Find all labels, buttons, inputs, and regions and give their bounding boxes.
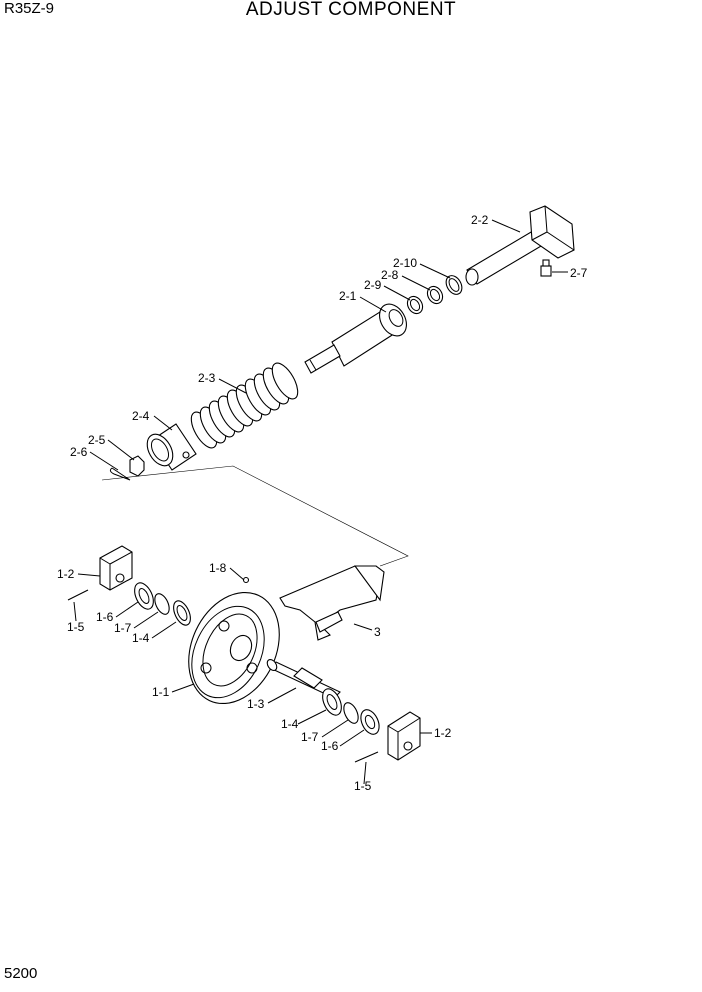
- leader-lines: [73, 219, 568, 785]
- callout-2-10: 2-10: [393, 256, 417, 270]
- part-bracket-1-2-right: [387, 711, 421, 761]
- callout-1-5-right: 1-5: [354, 779, 372, 793]
- part-oring-1-7-left: [154, 593, 170, 615]
- part-pin-1-5-right: [354, 751, 379, 763]
- callout-2-8: 2-8: [381, 268, 399, 282]
- part-cylinder-2-1: [304, 303, 407, 374]
- part-rod-2-2: [465, 205, 575, 286]
- callout-1-5-left: 1-5: [67, 620, 85, 634]
- part-shaft-1-3: [266, 659, 341, 699]
- callout-3: 3: [374, 625, 381, 639]
- assembly-line: [101, 465, 409, 567]
- callout-2-2: 2-2: [471, 213, 489, 227]
- part-nut-2-5: [129, 455, 145, 477]
- callout-1-7-right: 1-7: [301, 730, 319, 744]
- callout-1-2-left: 1-2: [57, 567, 75, 581]
- part-plug-1-8: [242, 576, 250, 584]
- part-pin-2-6: [109, 467, 131, 481]
- part-pin-1-5-left: [67, 589, 89, 601]
- callout-1-4-left: 1-4: [132, 631, 150, 645]
- callout-2-1: 2-1: [339, 289, 357, 303]
- part-ring-2-10: [445, 275, 463, 295]
- page-title: ADJUST COMPONENT: [245, 0, 457, 20]
- callout-1-1: 1-1: [152, 685, 170, 699]
- callout-1-2-right: 1-2: [434, 726, 452, 740]
- model-label: R35Z-9: [4, 0, 55, 17]
- part-spring-2-3: [190, 362, 299, 449]
- callout-1-7-left: 1-7: [114, 621, 132, 635]
- callout-1-4-right: 1-4: [281, 717, 299, 731]
- page-number: 5200: [4, 965, 38, 982]
- callout-1-3: 1-3: [247, 697, 265, 711]
- callout-1-6-left: 1-6: [96, 610, 114, 624]
- callout-2-7: 2-7: [570, 266, 588, 280]
- callout-2-6: 2-6: [70, 445, 88, 459]
- part-bracket-1-2-left: [99, 545, 133, 591]
- callout-2-3: 2-3: [198, 371, 216, 385]
- part-ring-2-9: [406, 295, 424, 315]
- part-grease-nipple-2-7: [540, 259, 552, 277]
- callout-1-6-right: 1-6: [321, 739, 339, 753]
- callout-2-9: 2-9: [364, 278, 382, 292]
- part-seal-1-6-right: [360, 709, 380, 735]
- callout-2-4: 2-4: [132, 409, 150, 423]
- part-bracket-2-4: [146, 423, 197, 471]
- part-ring-2-8: [426, 285, 444, 305]
- callout-1-8: 1-8: [209, 561, 227, 575]
- callout-2-5: 2-5: [88, 433, 106, 447]
- part-yoke-3: [279, 565, 385, 641]
- part-seal-1-6-left: [134, 582, 154, 610]
- part-oring-1-7-right: [343, 702, 359, 724]
